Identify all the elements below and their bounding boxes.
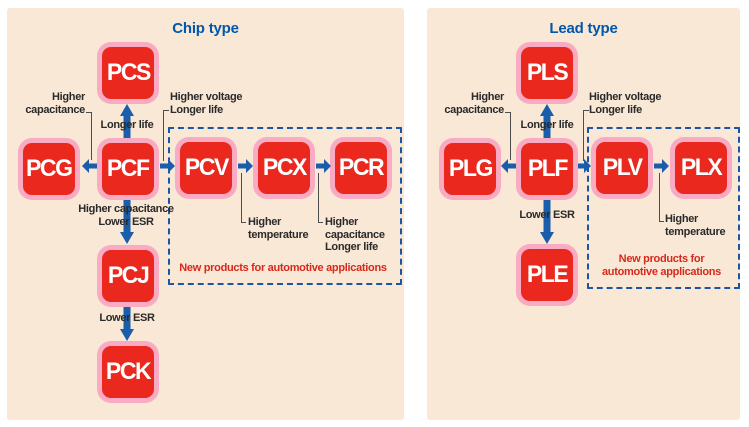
product-label-pcx: PCX <box>262 154 307 181</box>
product-box-pcv: PCV <box>175 137 237 199</box>
product-label-plf: PLF <box>527 155 568 182</box>
product-box-pcg: PCG <box>18 138 80 200</box>
label-lower-esr: Lower ESR <box>519 209 575 221</box>
label-higher-voltage-longer-life: Higher voltage Longer life <box>170 91 243 116</box>
product-box-pck: PCK <box>97 341 159 403</box>
chip-type-title: Chip type <box>172 20 239 37</box>
connector-higher-voltage <box>163 110 169 161</box>
arrow-plf-to-plv-icon <box>578 159 591 173</box>
product-box-pcg-inner: PCG <box>23 143 75 195</box>
label-higher-temperature: Higher temperature <box>665 213 726 238</box>
product-box-plx-inner: PLX <box>675 142 727 194</box>
product-label-pcs: PCS <box>106 59 151 86</box>
label-longer-life: Longer life <box>520 119 574 131</box>
label-lower-esr: Lower ESR <box>99 312 155 324</box>
product-label-plg: PLG <box>448 155 492 182</box>
arrow-pcv-to-pcx-icon <box>238 159 253 173</box>
arrow-pcf-to-pcv-icon <box>160 159 175 173</box>
label-higher-voltage-longer-life: Higher voltage Longer life <box>589 91 662 116</box>
product-label-pls: PLS <box>526 59 569 86</box>
product-box-plv-inner: PLV <box>596 142 648 194</box>
product-label-pcv: PCV <box>184 154 229 181</box>
product-box-pcj: PCJ <box>97 245 159 307</box>
arrow-pcj-to-pck-icon <box>120 307 134 341</box>
connector-higher-capacitance <box>505 112 511 160</box>
label-higher-capacitance-longer-life: Higher capacitance Longer life <box>325 216 385 253</box>
automotive-note: New products for automotive applications <box>601 253 721 278</box>
product-box-plv: PLV <box>591 137 653 199</box>
product-label-pcf: PCF <box>107 155 150 182</box>
label-higher-capacitance-lower-esr: Higher capacitance Lower ESR <box>78 203 174 228</box>
lead-type-title: Lead type <box>549 20 618 37</box>
product-box-plf-inner: PLF <box>521 143 573 195</box>
product-box-pcr: PCR <box>330 137 392 199</box>
arrow-pcf-to-pcs-icon <box>120 104 134 138</box>
arrow-plf-to-pls-icon <box>540 104 554 138</box>
product-box-ple-inner: PLE <box>521 249 573 301</box>
product-box-pls-inner: PLS <box>521 47 573 99</box>
product-box-plg: PLG <box>439 138 501 200</box>
automotive-dashed-box <box>587 127 740 289</box>
label-longer-life: Longer life <box>100 119 154 131</box>
product-label-pcj: PCJ <box>107 262 150 289</box>
arrow-plv-to-plx-icon <box>654 159 669 173</box>
product-box-pcf-inner: PCF <box>102 143 154 195</box>
connector-higher-capacitance-longer-life <box>318 173 323 223</box>
product-box-plx: PLX <box>670 137 732 199</box>
product-box-pls: PLS <box>516 42 578 104</box>
product-box-pck-inner: PCK <box>102 346 154 398</box>
automotive-note: New products for automotive applications <box>179 262 387 274</box>
product-box-pcr-inner: PCR <box>335 142 387 194</box>
product-box-pcx: PCX <box>253 137 315 199</box>
product-box-pcj-inner: PCJ <box>102 250 154 302</box>
arrow-pcf-to-pcg-icon <box>82 159 97 173</box>
product-label-pcr: PCR <box>338 154 385 181</box>
product-box-pcs-inner: PCS <box>102 47 154 99</box>
label-higher-capacitance: Higher capacitance <box>25 91 85 116</box>
automotive-dashed-box <box>168 127 402 285</box>
arrow-pcf-to-pcj-icon <box>120 200 134 244</box>
product-box-ple: PLE <box>516 244 578 306</box>
arrow-pcx-to-pcr-icon <box>316 159 331 173</box>
product-box-pcf: PCF <box>97 138 159 200</box>
product-label-plx: PLX <box>680 154 723 181</box>
arrow-plf-to-plg-icon <box>501 159 516 173</box>
connector-higher-voltage <box>583 110 589 161</box>
label-higher-capacitance: Higher capacitance <box>444 91 504 116</box>
lead-type-panel: Lead type PLS PLG PLF PLV PLX PLE <box>427 8 740 420</box>
connector-higher-capacitance <box>86 112 92 160</box>
chip-type-panel: Chip type PCS PCG PCF PCV PCX PCR PCJ <box>7 8 404 420</box>
arrow-plf-to-ple-icon <box>540 200 554 244</box>
product-box-pcv-inner: PCV <box>180 142 232 194</box>
product-box-plg-inner: PLG <box>444 143 496 195</box>
product-box-plf: PLF <box>516 138 578 200</box>
connector-higher-temperature <box>659 173 664 222</box>
product-label-ple: PLE <box>526 261 569 288</box>
product-box-pcs: PCS <box>97 42 159 104</box>
connector-higher-temperature <box>241 173 246 223</box>
product-label-pcg: PCG <box>26 155 73 182</box>
product-label-plv: PLV <box>602 154 643 181</box>
product-box-pcx-inner: PCX <box>258 142 310 194</box>
product-label-pck: PCK <box>105 358 152 385</box>
label-higher-temperature: Higher temperature <box>248 216 309 241</box>
